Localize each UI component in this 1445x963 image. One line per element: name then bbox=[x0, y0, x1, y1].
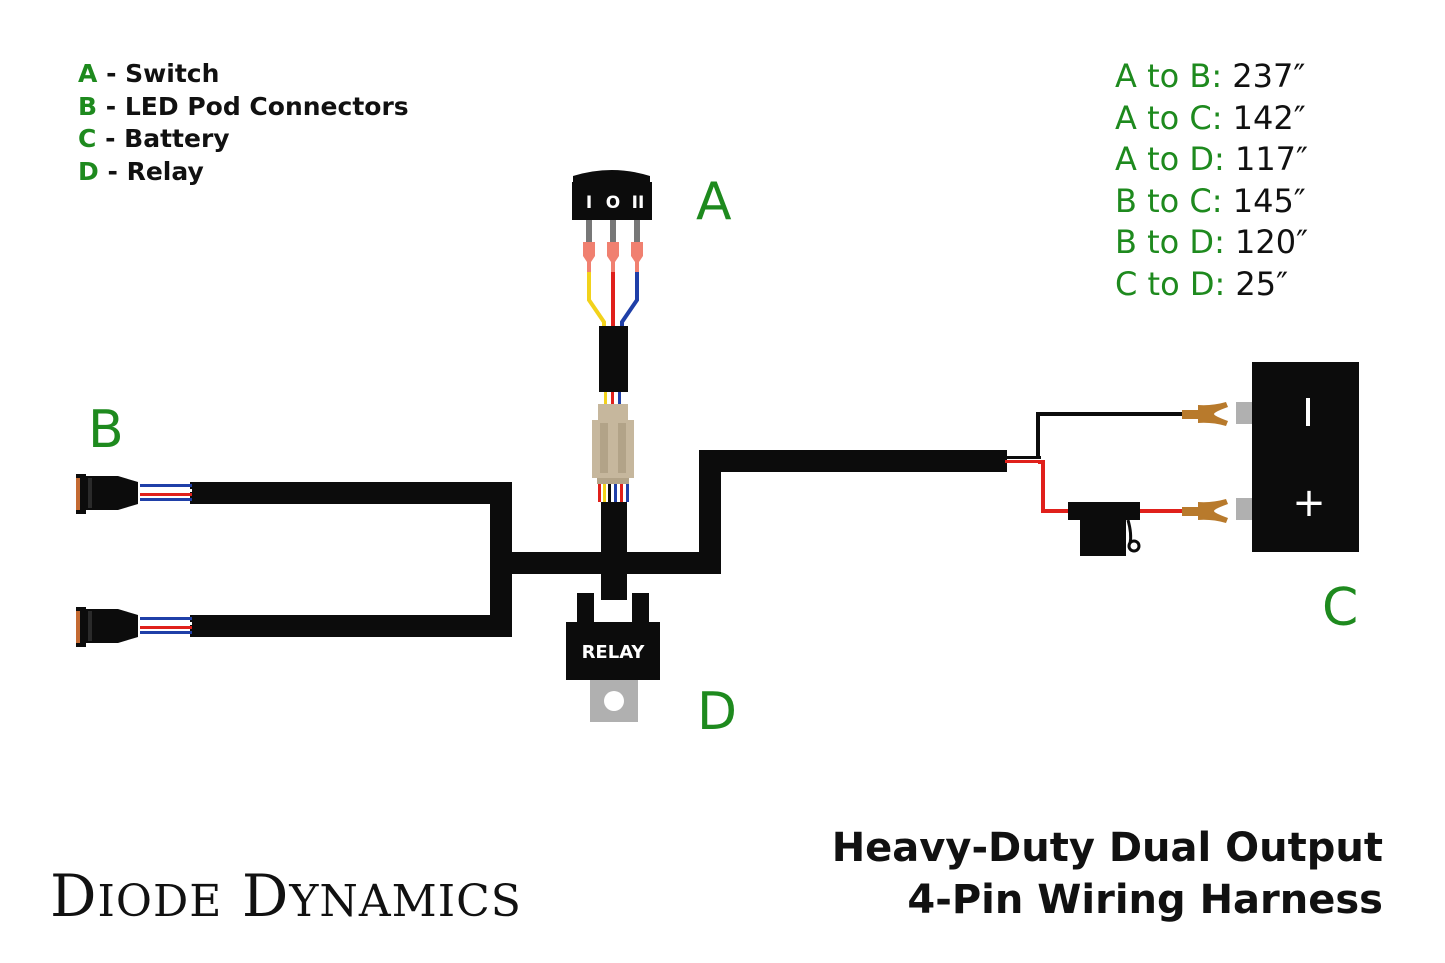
switch-pin-3 bbox=[634, 220, 640, 242]
battery-terminal-negative bbox=[1236, 402, 1254, 424]
switch-mark-on: I bbox=[586, 193, 592, 213]
legend: A - Switch B - LED Pod Connectors C - Ba… bbox=[78, 58, 409, 188]
fork-terminal-negative bbox=[1182, 402, 1228, 426]
harness-trunk bbox=[501, 450, 1007, 574]
title-line-1: Heavy-Duty Dual Output bbox=[831, 825, 1383, 871]
four-pin-connector bbox=[592, 404, 634, 502]
relay-post-right bbox=[632, 593, 649, 623]
switch-wire-blue-short bbox=[618, 392, 621, 406]
switch-mark-two: II bbox=[632, 193, 645, 213]
title-line-2: 4-Pin Wiring Harness bbox=[907, 877, 1383, 923]
harness-branch-lower bbox=[190, 563, 512, 637]
distance-b-c: B to C: 145″ bbox=[1115, 181, 1306, 220]
wire-blue bbox=[620, 272, 639, 328]
legend-item-a: A - Switch bbox=[78, 59, 220, 88]
distance-c-d: C to D: 25″ bbox=[1115, 264, 1289, 303]
wire-yellow bbox=[587, 272, 606, 328]
switch-pin-2 bbox=[610, 220, 616, 242]
battery-body bbox=[1252, 362, 1359, 552]
distance-a-d: A to D: 117″ bbox=[1115, 140, 1308, 178]
spade-terminal-2 bbox=[607, 242, 619, 272]
battery-minus-mark bbox=[1306, 398, 1310, 426]
brand-logo: DIODE DYNAMICS bbox=[50, 862, 522, 930]
battery-c: + bbox=[1236, 362, 1359, 552]
switch-lead-sleeve bbox=[599, 326, 628, 392]
relay-label: RELAY bbox=[582, 642, 646, 663]
label-a: A bbox=[696, 172, 732, 232]
switch-pin-1 bbox=[586, 220, 592, 242]
led-pod-connector-upper bbox=[76, 474, 192, 514]
diagram-title: Heavy-Duty Dual Output 4-Pin Wiring Harn… bbox=[832, 822, 1383, 926]
battery-terminal-positive bbox=[1236, 498, 1254, 520]
relay-d: RELAY bbox=[566, 593, 660, 722]
label-c: C bbox=[1322, 578, 1359, 638]
distance-a-c: A to C: 142″ bbox=[1115, 98, 1306, 137]
spade-terminal-1 bbox=[583, 242, 595, 272]
distance-a-b: A to B: 237″ bbox=[1115, 57, 1306, 95]
negative-lead bbox=[1036, 412, 1185, 457]
switch-body bbox=[572, 182, 652, 220]
harness bbox=[190, 450, 1007, 637]
switch-mark-off: O bbox=[606, 193, 620, 213]
led-pod-connector-lower bbox=[76, 607, 192, 647]
legend-item-b: B - LED Pod Connectors bbox=[78, 91, 409, 121]
relay-body bbox=[566, 622, 660, 680]
label-d: D bbox=[697, 682, 738, 742]
label-b: B bbox=[88, 400, 124, 460]
fuse-holder bbox=[1068, 502, 1141, 556]
distance-b-d: B to D: 120″ bbox=[1115, 223, 1309, 261]
relay-mount-hole bbox=[604, 691, 624, 711]
harness-branch-upper bbox=[190, 482, 512, 563]
spade-terminal-3 bbox=[631, 242, 643, 272]
battery-plus-mark: + bbox=[1292, 480, 1326, 526]
fork-terminal-positive bbox=[1182, 499, 1228, 523]
switch-a: I O II bbox=[572, 170, 652, 406]
relay-post-left bbox=[577, 593, 594, 623]
legend-item-c: C - Battery bbox=[78, 124, 230, 153]
legend-item-d: D - Relay bbox=[78, 156, 204, 186]
switch-rocker bbox=[573, 170, 650, 182]
switch-wire-red-short bbox=[611, 392, 614, 406]
battery-leads bbox=[1005, 412, 1185, 513]
switch-wire-yellow-short bbox=[604, 392, 607, 406]
distance-list: A to B: 237″ A to C: 142″ A to D: 117″ B… bbox=[1115, 56, 1308, 305]
